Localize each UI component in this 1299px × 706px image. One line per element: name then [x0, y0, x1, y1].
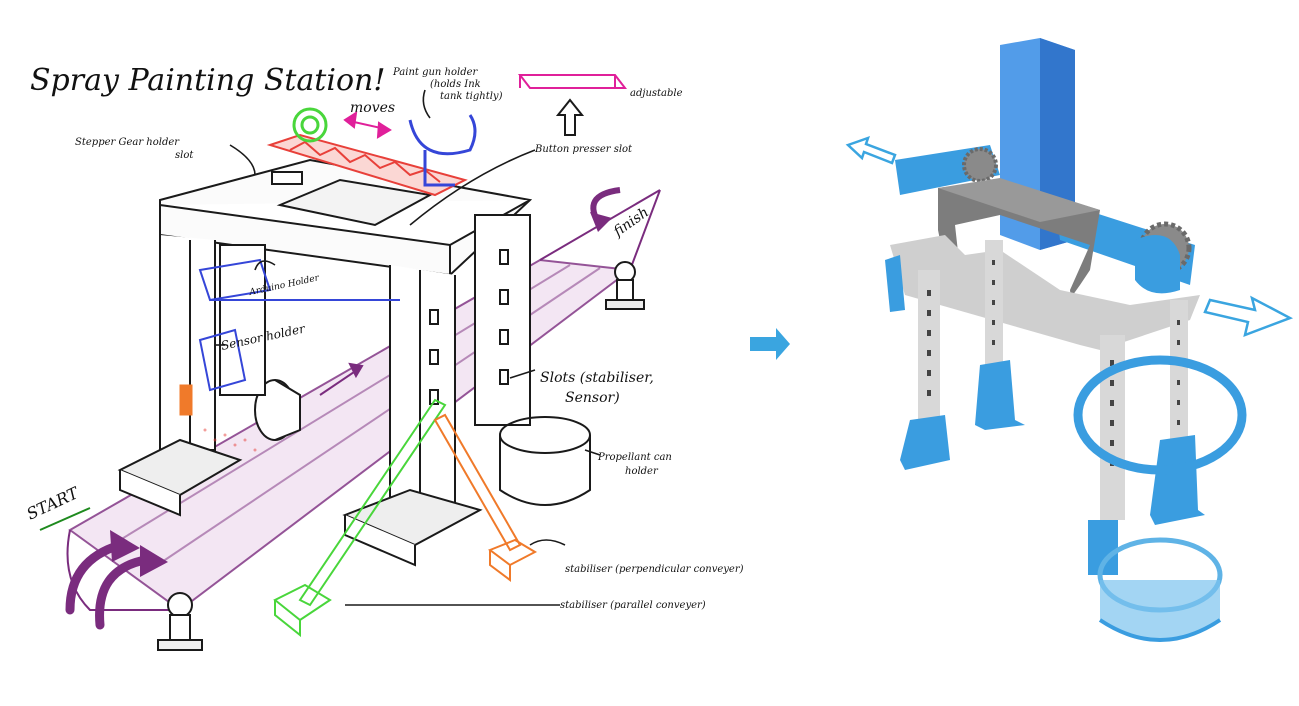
- start-arrow: [39, 507, 91, 531]
- foot-1: [900, 415, 950, 470]
- roller-right: [1135, 235, 1180, 294]
- leg-1: [918, 270, 940, 420]
- sketch-panel: Spray Painting Station!: [24, 63, 744, 651]
- leader-lines: [215, 89, 601, 606]
- paint-gun-holder: [408, 114, 477, 187]
- label-slots-1: Slots (stabiliser,: [540, 370, 654, 386]
- label-stabiliser-parallel: stabiliser (parallel conveyer): [560, 600, 706, 611]
- rotation-arrows: [65, 540, 150, 630]
- bottom-cup-rim: [1098, 618, 1222, 642]
- label-start: START: [24, 483, 83, 524]
- label-stabiliser-perpendicular: stabiliser (perpendicular conveyer): [565, 564, 744, 575]
- label-paint-gun-2: (holds Ink: [430, 79, 481, 90]
- label-adjustable: adjustable: [630, 88, 683, 99]
- rotation-arrowhead-2: [140, 545, 168, 577]
- belt-direction-arrow: [319, 362, 364, 396]
- label-propellant-1: Propellant can: [597, 452, 672, 463]
- spray-pattern: [203, 428, 257, 452]
- transition-arrow-icon: [750, 328, 790, 360]
- label-slots-2: Sensor): [565, 390, 620, 406]
- stepper-slot: [271, 171, 303, 185]
- stabiliser-perpendicular: [433, 413, 538, 582]
- gear-left: [962, 147, 998, 183]
- conveyor-roller-left: [157, 592, 203, 651]
- foot-2: [975, 360, 1025, 430]
- label-paint-gun-3: tank tightly): [440, 91, 503, 102]
- render-panel: [845, 38, 1294, 642]
- label-moves: moves: [350, 100, 395, 116]
- up-arrow: [555, 98, 585, 136]
- sensor: [179, 384, 193, 416]
- finish-arrowhead: [590, 212, 612, 232]
- side-bracket-left: [885, 255, 905, 312]
- label-finish: finish: [610, 204, 652, 240]
- carriage-top: [938, 178, 1100, 222]
- label-paint-gun-1: Paint gun holder: [392, 67, 479, 78]
- frame-top: [890, 235, 1200, 350]
- propellant-ring: [1073, 355, 1247, 475]
- foot-3: [1150, 435, 1205, 525]
- sketch-title: Spray Painting Station!: [30, 63, 385, 98]
- stepper-gear: [292, 107, 328, 143]
- label-propellant-2: holder: [625, 466, 659, 477]
- label-stepper-slot: slot: [175, 150, 194, 161]
- arduino-holder: [198, 258, 400, 302]
- moves-arrow: [343, 110, 392, 139]
- leg-slots: [927, 260, 1180, 466]
- label-stepper-gear-holder: Stepper Gear holder: [75, 137, 180, 148]
- direction-arrow-right: [1203, 295, 1294, 337]
- rotation-arrowhead-1: [110, 530, 140, 562]
- label-button-presser: Button presser slot: [534, 144, 633, 155]
- propellant-can-holder: [499, 416, 591, 506]
- sensor-holder: [198, 328, 247, 392]
- gear-rack: [266, 133, 468, 197]
- stabiliser-parallel: [273, 398, 447, 638]
- bottom-cup-body: [1100, 580, 1220, 640]
- adjustable-bracket: [517, 74, 628, 89]
- conveyor-roller-right: [605, 261, 645, 310]
- direction-arrow-left: [845, 135, 897, 165]
